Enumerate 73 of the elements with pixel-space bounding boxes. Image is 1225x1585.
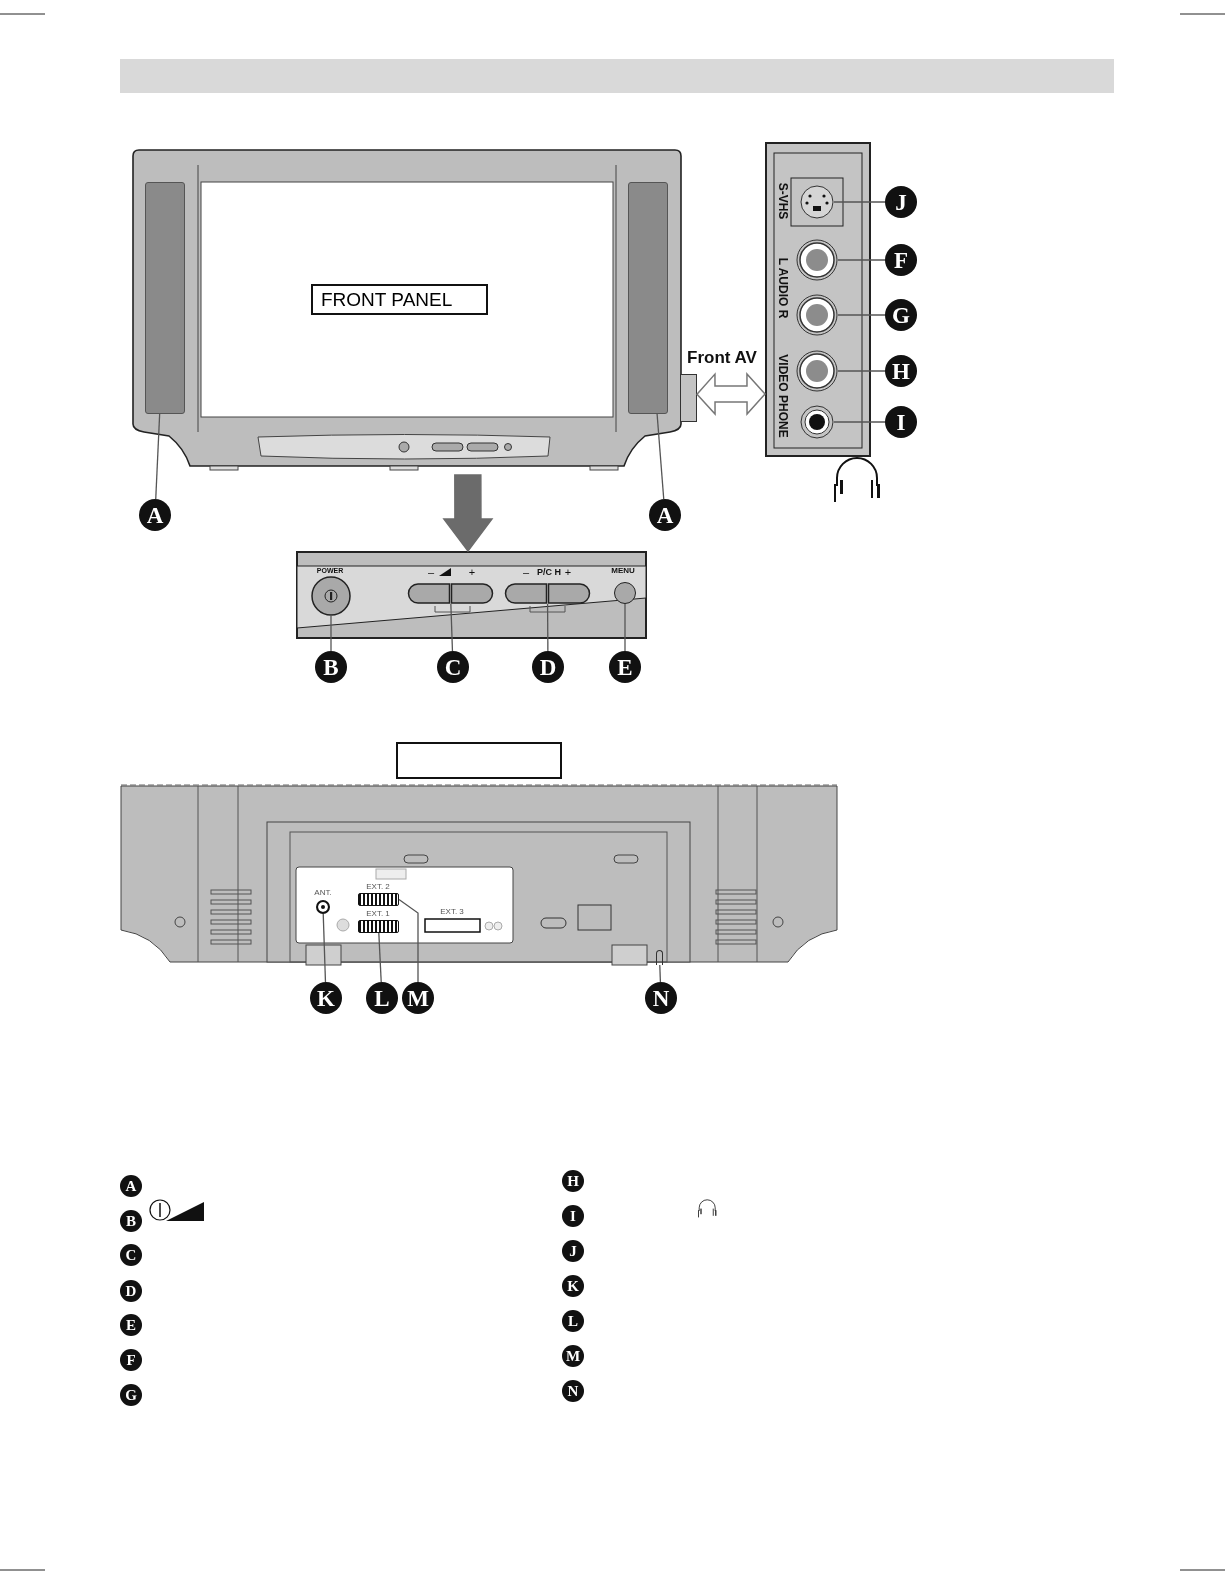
- callout-letter: F: [885, 244, 917, 276]
- title-box: [396, 742, 562, 779]
- callout-letter: G: [885, 299, 917, 331]
- callout-letter: D: [532, 651, 564, 683]
- callout-letter: N: [645, 982, 677, 1014]
- panel-title: FRONT PANEL: [321, 288, 453, 311]
- power-button: [311, 576, 351, 616]
- callout-letter: A: [120, 1175, 142, 1197]
- button-label: +: [468, 566, 476, 578]
- leader-line: [450, 603, 454, 652]
- callout-letter: I: [562, 1205, 584, 1227]
- callout-letter: F: [120, 1349, 142, 1371]
- block-arrow: [442, 474, 494, 553]
- button-label: P/C H: [537, 567, 561, 577]
- title-box: [311, 284, 488, 315]
- leader-line: [833, 421, 886, 423]
- control-panel-drawing: [296, 551, 647, 639]
- leader-line: [322, 913, 327, 983]
- leader-line: [837, 259, 886, 261]
- socket-label: EXT. 3: [440, 908, 464, 916]
- outline-arrow: [696, 372, 766, 417]
- callout-letter: L: [562, 1310, 584, 1332]
- jack-label: VIDEO PHONE: [777, 354, 789, 438]
- callout-letter: C: [437, 651, 469, 683]
- rca-jack: [796, 294, 838, 336]
- leader-line: [546, 603, 549, 652]
- leader-line: [398, 898, 419, 983]
- av-jack-panel: [765, 142, 871, 457]
- jack-label: S-VHS: [777, 182, 789, 220]
- callout-letter: D: [120, 1280, 142, 1302]
- button-label: –: [522, 566, 530, 578]
- callout-letter: E: [609, 651, 641, 683]
- callout-letter: A: [139, 499, 171, 531]
- leader-line: [378, 932, 382, 983]
- s-video-jack: [800, 185, 834, 219]
- callout-letter: B: [315, 651, 347, 683]
- callout-letter: K: [562, 1275, 584, 1297]
- speaker-grille: [145, 182, 185, 414]
- rocker-buttons: [505, 583, 590, 604]
- callout-letter: C: [120, 1244, 142, 1266]
- callout-letter: G: [120, 1384, 142, 1406]
- callout-letter: E: [120, 1314, 142, 1336]
- callout-letter: L: [366, 982, 398, 1014]
- jack-label: L AUDIO R: [777, 257, 789, 319]
- callout-letter: M: [402, 982, 434, 1014]
- callout-letter: I: [885, 406, 917, 438]
- leader-line: [624, 603, 626, 652]
- callout-letter: J: [885, 186, 917, 218]
- leader-line: [837, 314, 886, 316]
- callout-letter: N: [562, 1380, 584, 1402]
- callout-letter: H: [562, 1170, 584, 1192]
- button-label: MENU: [611, 567, 635, 575]
- scart-socket: [358, 920, 399, 933]
- leader-line: [659, 964, 662, 983]
- leader-line: [833, 201, 886, 203]
- headphone-jack: [800, 405, 834, 439]
- leader-line: [330, 615, 332, 652]
- callout-letter: A: [649, 499, 681, 531]
- rca-jack: [796, 350, 838, 392]
- leader-line: [837, 370, 886, 372]
- callout-letter: H: [885, 355, 917, 387]
- callout-letter: J: [562, 1240, 584, 1262]
- button-label: +: [564, 566, 572, 578]
- scart-socket: [358, 893, 399, 906]
- side-panel-tab: [680, 374, 697, 422]
- callout-letter: B: [120, 1210, 142, 1232]
- callout-letter: M: [562, 1345, 584, 1367]
- socket-label: EXT. 1: [366, 910, 390, 918]
- button-label: –: [427, 566, 435, 578]
- callout-letter: K: [310, 982, 342, 1014]
- speaker-grille: [628, 182, 668, 414]
- rca-jack: [796, 239, 838, 281]
- rocker-buttons: [408, 583, 493, 604]
